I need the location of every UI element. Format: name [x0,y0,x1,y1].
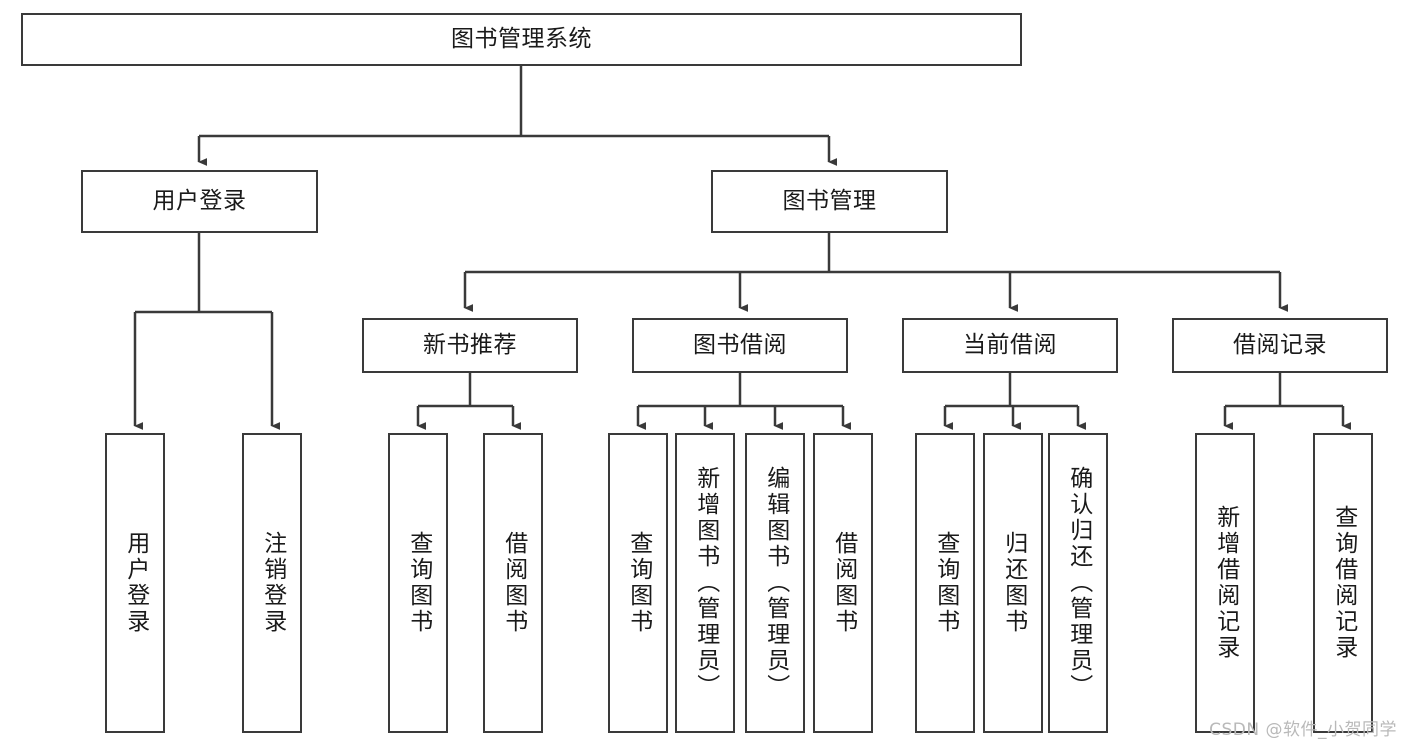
node-label: 图书管理系统 [451,25,592,52]
node-label: 用户登录 [122,531,149,635]
node-leaf-confirm-return-admin[interactable]: 确认归还（管理员） [1048,433,1108,733]
node-leaf-add-book-admin[interactable]: 新增图书（管理员） [675,433,735,733]
node-label: 新书推荐 [423,331,517,358]
node-leaf-add-borrow-record[interactable]: 新增借阅记录 [1195,433,1255,733]
node-borrow-record[interactable]: 借阅记录 [1172,318,1388,373]
node-label: 用户登录 [152,187,247,214]
node-leaf-query-book-recommend[interactable]: 查询图书 [388,433,448,733]
node-leaf-borrow-book[interactable]: 借阅图书 [813,433,873,733]
node-user-login[interactable]: 用户登录 [81,170,318,233]
node-leaf-query-book-borrow[interactable]: 查询图书 [608,433,668,733]
node-label: 查询图书 [625,531,652,635]
node-leaf-borrow-book-recommend[interactable]: 借阅图书 [483,433,543,733]
node-label: 借阅图书 [500,531,527,635]
node-book-borrow[interactable]: 图书借阅 [632,318,848,373]
node-label: 借阅图书 [830,531,857,635]
node-leaf-query-borrow-record[interactable]: 查询借阅记录 [1313,433,1373,733]
node-label: 归还图书 [1000,531,1027,635]
node-leaf-user-login[interactable]: 用户登录 [105,433,165,733]
node-label: 当前借阅 [963,331,1057,358]
node-book-management[interactable]: 图书管理 [711,170,948,233]
node-leaf-query-book-current[interactable]: 查询图书 [915,433,975,733]
node-label: 查询图书 [932,531,959,635]
node-label: 注销登录 [259,531,286,635]
node-label: 编辑图书（管理员） [762,466,789,700]
node-label: 图书借阅 [693,331,787,358]
node-label: 新增借阅记录 [1212,505,1239,661]
node-label: 借阅记录 [1233,331,1327,358]
node-label: 图书管理 [782,187,877,214]
node-label: 新增图书（管理员） [692,466,719,700]
node-new-book-recommend[interactable]: 新书推荐 [362,318,578,373]
node-leaf-user-logout[interactable]: 注销登录 [242,433,302,733]
node-label: 确认归还（管理员） [1065,466,1092,700]
node-root-system[interactable]: 图书管理系统 [21,13,1022,66]
node-leaf-edit-book-admin[interactable]: 编辑图书（管理员） [745,433,805,733]
node-leaf-return-book[interactable]: 归还图书 [983,433,1043,733]
node-label: 查询借阅记录 [1330,505,1357,661]
node-current-borrow[interactable]: 当前借阅 [902,318,1118,373]
watermark-text: CSDN @软件_小贺同学 [1209,720,1397,740]
node-label: 查询图书 [405,531,432,635]
